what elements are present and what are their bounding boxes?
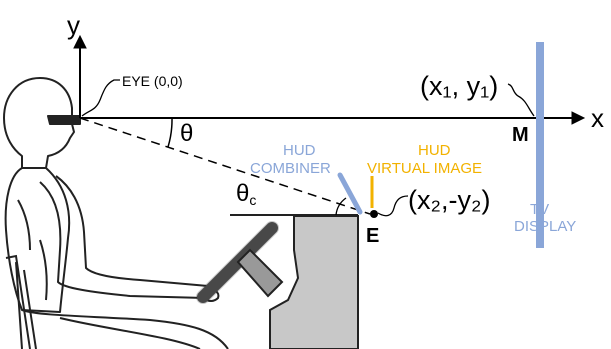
person-arm [39, 175, 209, 299]
hud-virtual-label-2: VIRTUAL IMAGE [367, 160, 482, 177]
chair-back [5, 254, 37, 349]
person-leg-lower [59, 317, 201, 349]
hud-combiner-label-1: HUD [283, 142, 316, 159]
desk [230, 214, 359, 349]
person-torso [4, 167, 71, 313]
theta-c-arc [335, 197, 347, 216]
y-axis-label: y [67, 10, 80, 40]
theta-c-label: θc [236, 180, 256, 208]
chair [5, 254, 37, 349]
coord2-label: (x₂,-y₂) [408, 185, 490, 215]
tv-label-1: TV [530, 201, 549, 218]
wheel-column [236, 248, 284, 298]
theta-arc [167, 117, 173, 148]
torso-contour-2 [39, 239, 48, 301]
point-e-marker [370, 210, 378, 218]
axes [73, 34, 586, 125]
x-axis-arrowhead [571, 111, 586, 125]
hud-virtual-label-1: HUD [418, 142, 451, 159]
eye-label: EYE (0,0) [122, 73, 183, 89]
hud-combiner [337, 172, 363, 215]
coord1-squiggle [507, 83, 535, 117]
person-leg [21, 309, 229, 349]
coord1-label: (x₁, y₁) [420, 71, 498, 101]
hud-combiner-label-2: COMBINER [250, 160, 331, 177]
x-axis-label: x [591, 103, 604, 133]
coord2-squiggle [377, 195, 409, 217]
glasses [47, 115, 81, 125]
steering-wheel [196, 221, 284, 304]
sight-line-dashed [79, 117, 371, 215]
theta-label: θ [180, 120, 193, 147]
desk-body [269, 215, 359, 349]
tv-label-2: DISPLAY [514, 218, 576, 235]
y-axis-arrowhead [73, 34, 87, 49]
torso-contour [17, 199, 31, 251]
point-m-label: M [512, 124, 529, 146]
point-e-label: E [366, 225, 379, 247]
person-head [3, 77, 75, 169]
tv-display [536, 42, 544, 248]
eye-squiggle [81, 79, 120, 117]
